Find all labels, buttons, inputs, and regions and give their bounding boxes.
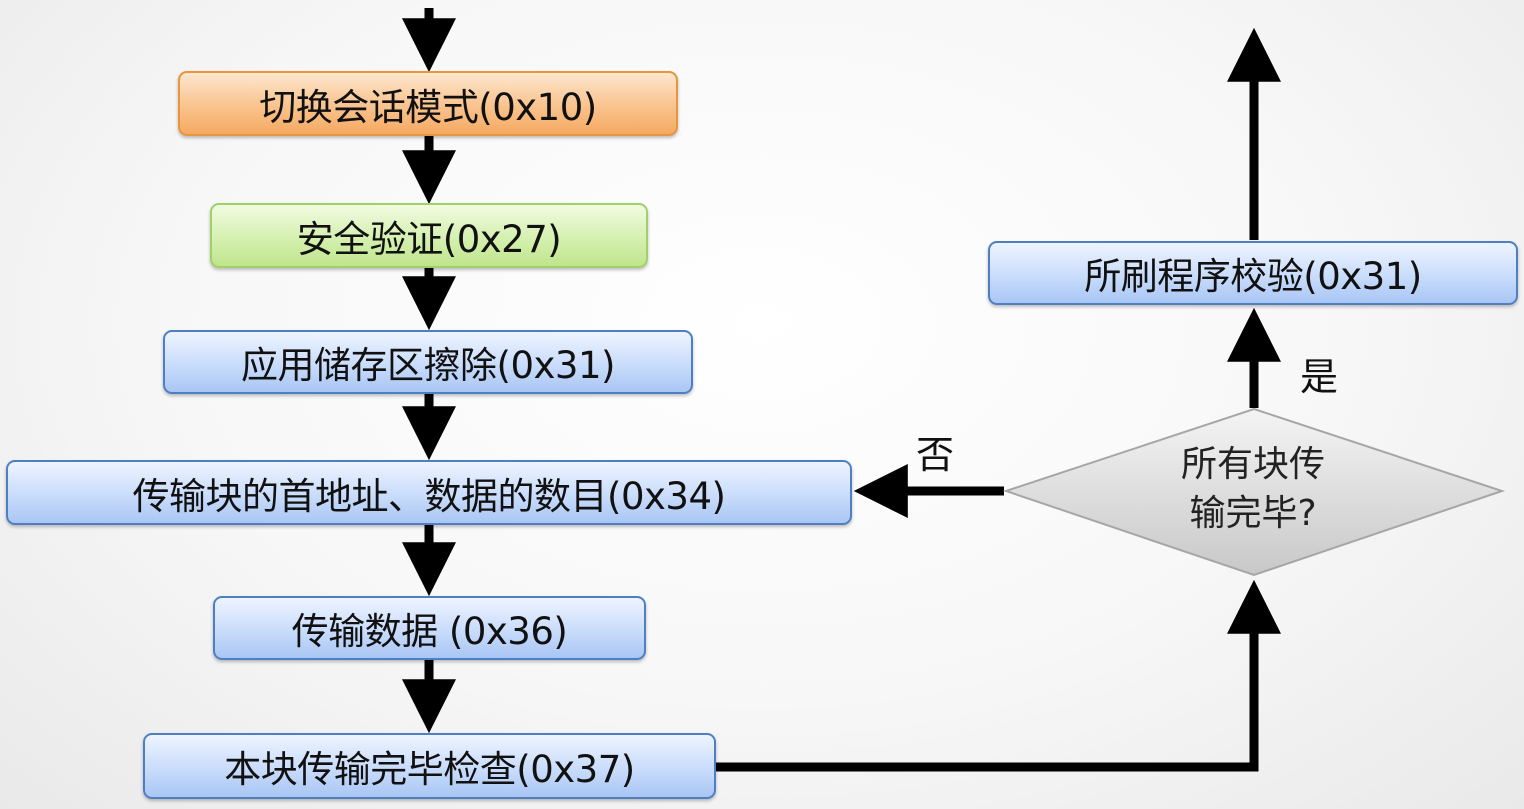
- step-switch-session: 切换会话模式(0x10): [178, 71, 678, 136]
- step-request-download-label: 传输块的首地址、数据的数目(0x34): [132, 474, 726, 518]
- step-security-access-label: 安全验证(0x27): [296, 217, 562, 261]
- step-erase-memory: 应用储存区擦除(0x31): [163, 330, 693, 394]
- decision-line-1: 所有块传: [1180, 444, 1325, 485]
- arrow-exit-to-decision: [716, 579, 1281, 772]
- decision-line-2: 输完毕?: [1189, 493, 1317, 534]
- branch-no-label: 否: [916, 433, 955, 477]
- step-check-program: 所刷程序校验(0x31): [988, 241, 1518, 305]
- step-erase-memory-label: 应用储存区擦除(0x31): [241, 344, 615, 387]
- step-transfer-exit-label: 本块传输完毕检查(0x37): [224, 748, 635, 791]
- step-switch-session-label: 切换会话模式(0x10): [259, 85, 597, 129]
- step-check-program-label: 所刷程序校验(0x31): [1084, 255, 1422, 298]
- step-transfer-data-label: 传输数据 (0x36): [291, 610, 568, 653]
- step-request-download: 传输块的首地址、数据的数目(0x34): [6, 460, 852, 525]
- decision-label: 所有块传 输完毕?: [1140, 440, 1366, 538]
- step-transfer-exit: 本块传输完毕检查(0x37): [143, 733, 716, 799]
- branch-yes-label: 是: [1300, 355, 1339, 399]
- step-transfer-data: 传输数据 (0x36): [213, 596, 646, 660]
- step-security-access: 安全验证(0x27): [210, 203, 648, 268]
- decision-diamond: [1002, 407, 1506, 577]
